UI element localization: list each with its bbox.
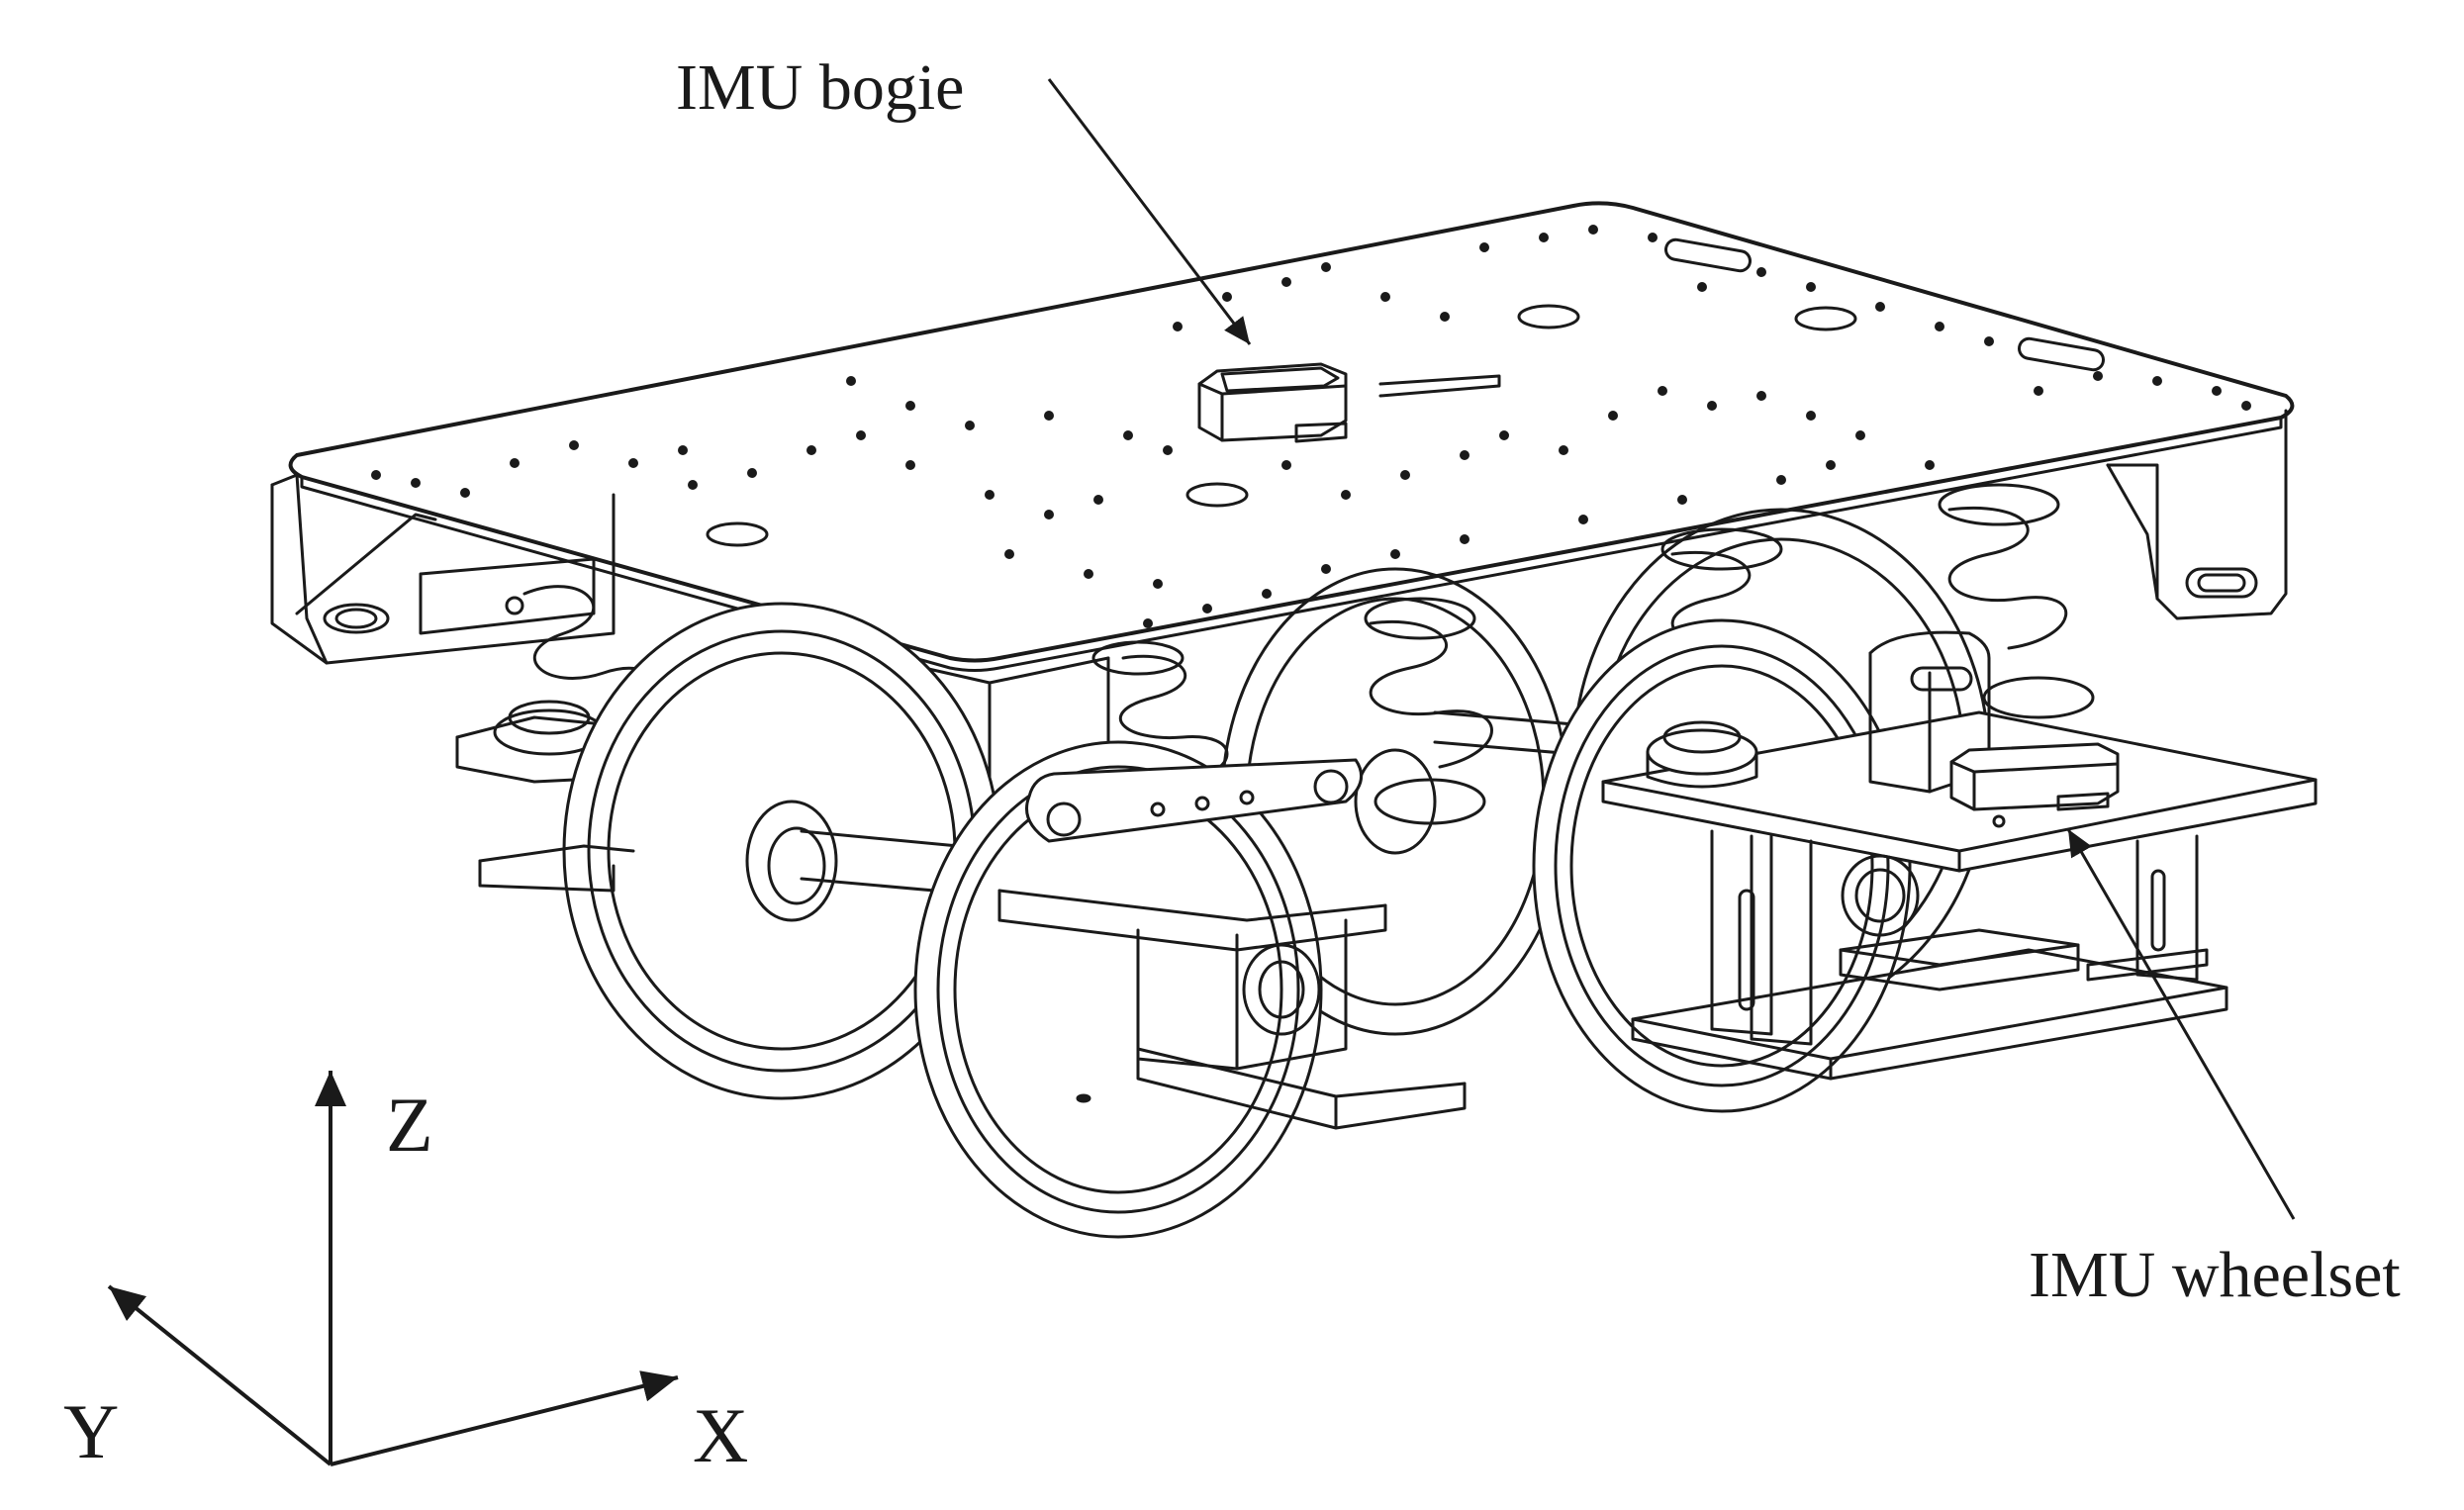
top-plate-holes <box>371 225 2251 628</box>
spring-center-front <box>1364 597 1493 825</box>
y-axis-label: Y <box>63 1388 120 1474</box>
imu-wheelset-label: IMU wheelset <box>2029 1239 2401 1311</box>
top-plate <box>288 201 2295 672</box>
z-axis-label: Z <box>386 1082 433 1168</box>
coordinate-axes <box>107 1071 679 1466</box>
front-axlebox <box>997 889 1467 1130</box>
imu-wheelset-sensor <box>1949 742 2120 828</box>
imu-wheelset-leader <box>2066 828 2296 1220</box>
left-side-bracket <box>270 473 616 665</box>
spring-rear-right <box>1938 483 2095 719</box>
link-arm <box>1025 758 1364 843</box>
imu-bogie-label: IMU bogie <box>676 51 965 124</box>
callout-lines <box>1047 78 2296 1220</box>
imu-bogie-leader <box>1047 78 1252 345</box>
x-axis-arrow <box>330 1370 679 1466</box>
front-left-wheel <box>562 602 1001 1100</box>
right-side-bracket <box>2106 409 2288 620</box>
x-axis-label: X <box>693 1392 749 1478</box>
left-lower-mount <box>478 844 635 893</box>
y-axis-arrow <box>107 1284 332 1466</box>
front-center-wheel <box>913 740 1323 1239</box>
imu-bogie-sensor <box>1197 362 1348 443</box>
